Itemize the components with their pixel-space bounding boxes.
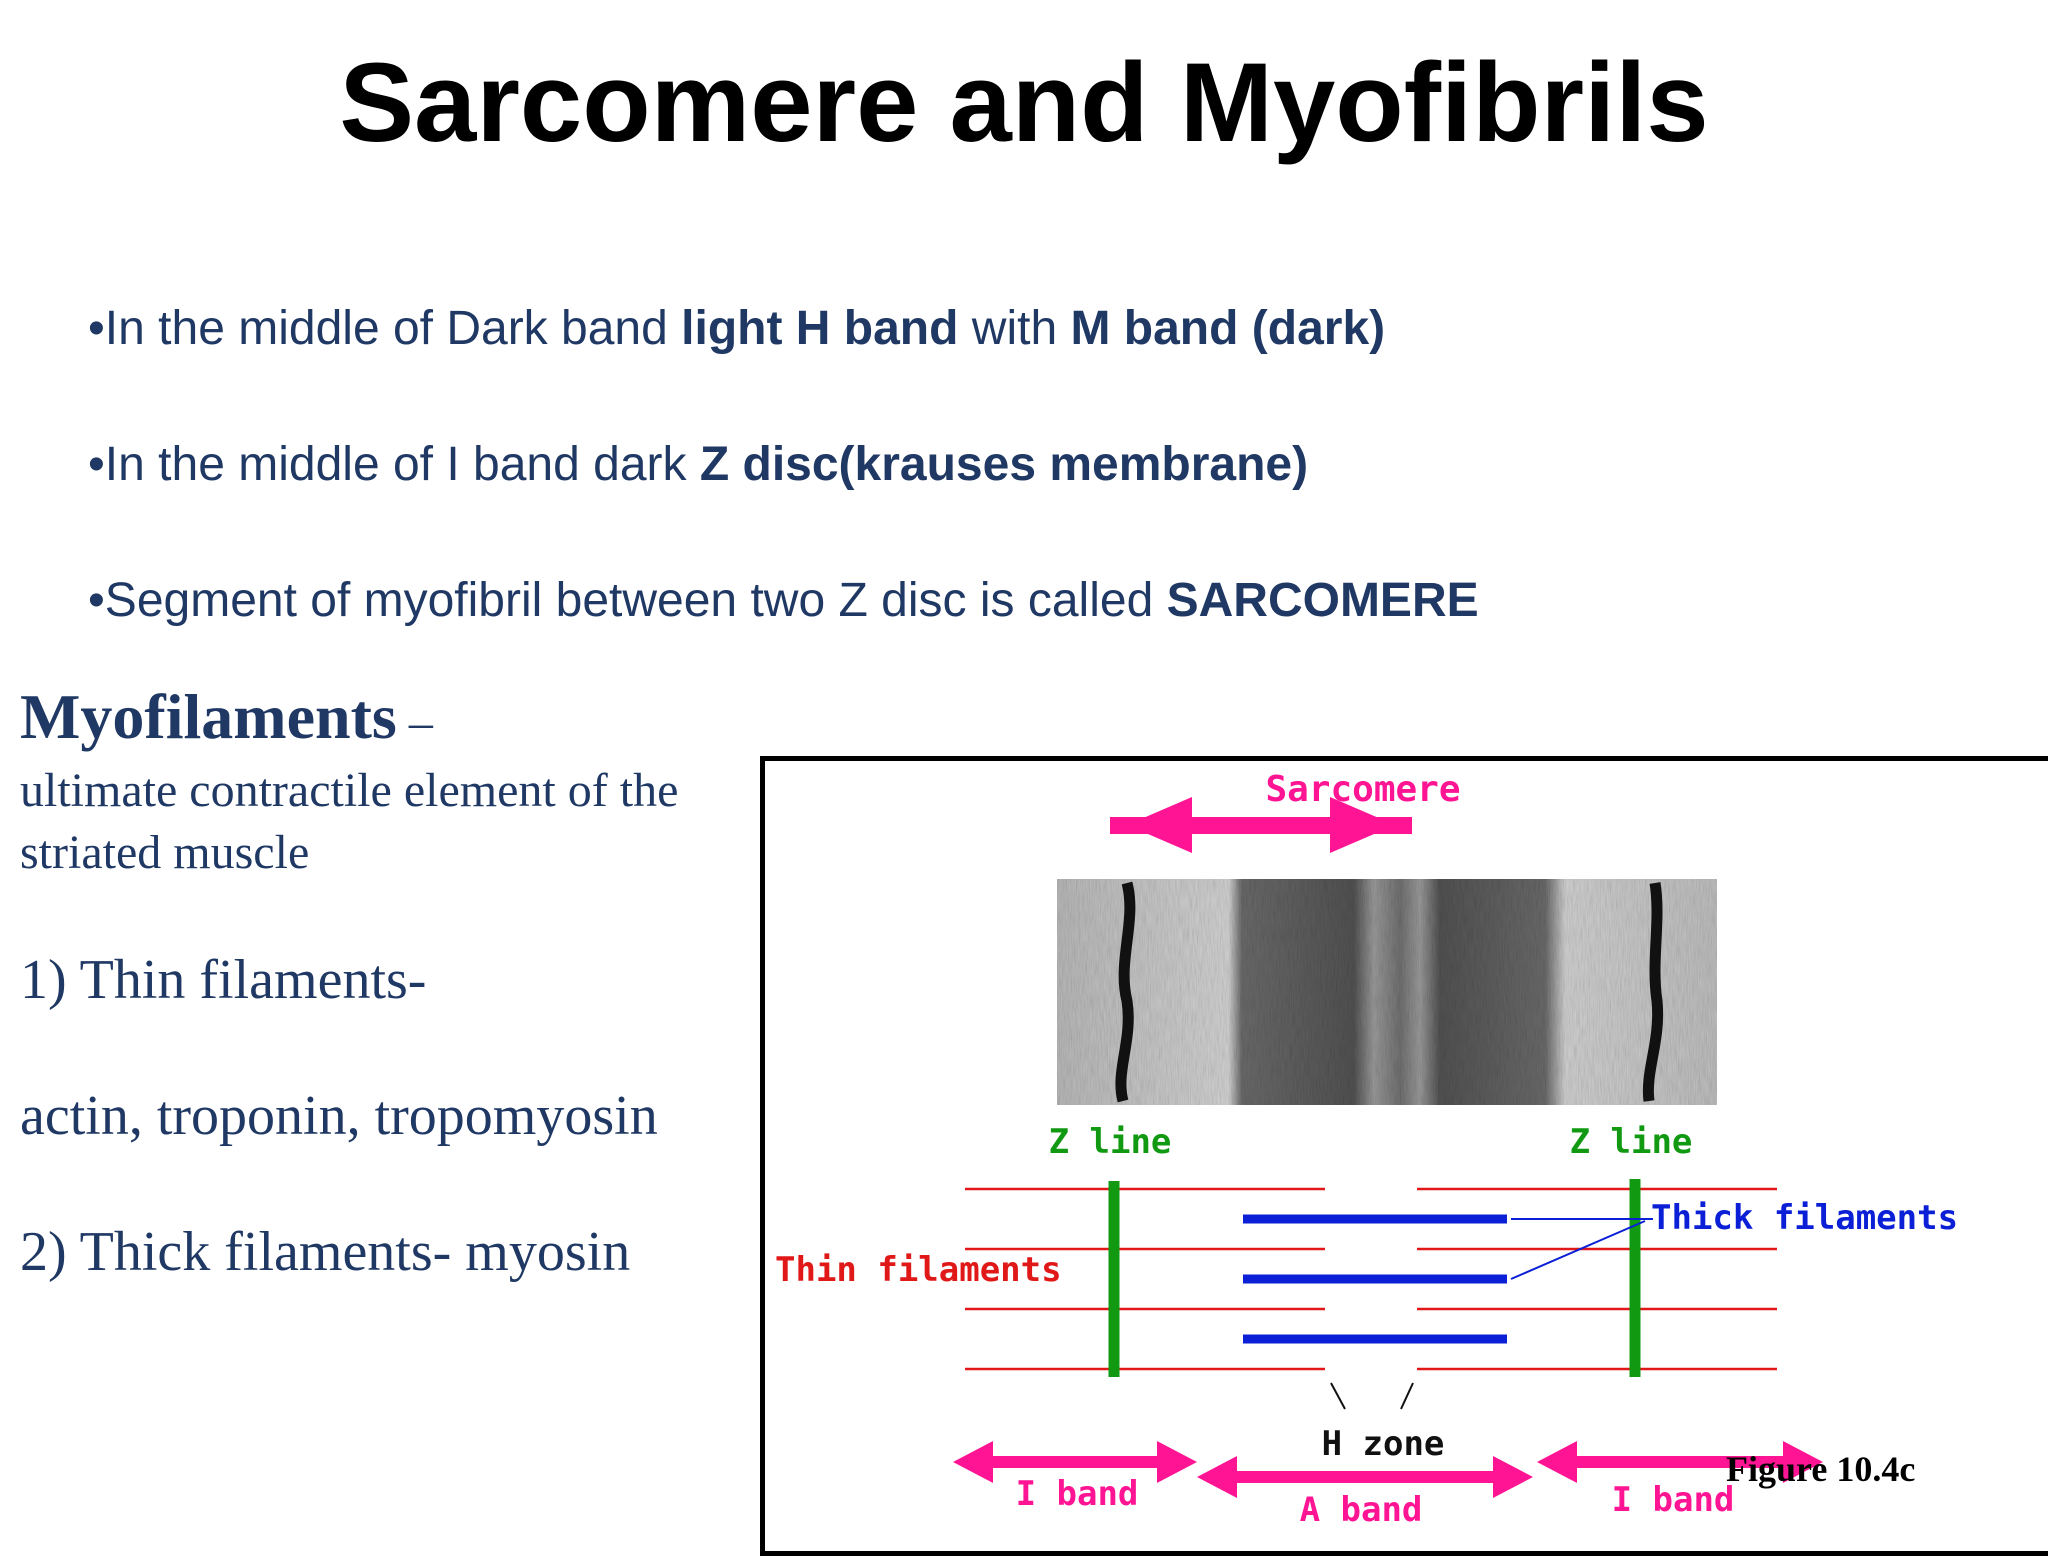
bullet-bold-text: M band (dark) [1070,302,1386,355]
thick-filaments-label: Thick filaments [1651,1198,1958,1238]
bullet-text: with [958,302,1071,355]
i-band-right-label: I band [1612,1480,1735,1520]
a-band-label: A band [1300,1490,1423,1530]
heading-dash: – [396,696,433,749]
bullet-text: •In the middle of Dark band [88,302,682,355]
bullet-sarcomere: •Segment of myofibril between two Z disc… [88,572,1479,630]
bullet-z-disc: •In the middle of I band dark Z disc(kra… [88,436,1308,494]
bullet-text: •In the middle of I band dark [88,438,700,491]
bullet-bold-text: Z disc(krauses membrane) [699,438,1309,491]
z-line-left-label: Z line [1049,1122,1172,1162]
sarcomere-figure: Sarcomere Z line Z line [760,756,2048,1556]
page-title: Sarcomere and Myofibrils [339,40,1709,165]
bullet-bold-text: SARCOMERE [1166,574,1479,627]
thin-filaments-items: actin, troponin, tropomyosin [20,1085,658,1147]
i-band-left-arrow [953,1441,1197,1483]
figure-caption: Figure 10.4c [1726,1449,1916,1489]
bullet-text: •Segment of myofibril between two Z disc… [88,574,1167,627]
thick-filaments-heading: 2) Thick filaments- myosin [20,1221,631,1283]
sarcomere-diagram: Sarcomere Z line Z line [775,769,1958,1530]
bullet-h-band: •In the middle of Dark band light H band… [88,300,1385,358]
thick-filaments [1243,1214,1507,1344]
thin-filaments-heading: 1) Thin filaments- [20,949,427,1011]
z-lines [1108,1179,1641,1377]
i-band-left-label: I band [1016,1474,1139,1514]
h-zone-label: H zone [1322,1424,1445,1464]
heading-text: Myofilaments [20,681,397,752]
myofilaments-heading: Myofilaments – [20,680,433,754]
electron-micrograph [1057,879,1717,1105]
sarcomere-label: Sarcomere [1265,769,1460,810]
i-band-right-arrow [1537,1441,1823,1483]
thick-filaments-leader [1510,1218,1653,1280]
sarcomere-arrow [1110,797,1412,853]
a-band-arrow [1197,1456,1533,1498]
myofilaments-subtitle: ultimate contractile element of the stri… [20,764,679,879]
thin-filaments [965,1187,1777,1371]
thin-filaments-label: Thin filaments [775,1250,1062,1290]
h-zone-marker [1330,1382,1414,1410]
z-line-right-label: Z line [1570,1122,1693,1162]
bullet-bold-text: light H band [681,302,959,355]
